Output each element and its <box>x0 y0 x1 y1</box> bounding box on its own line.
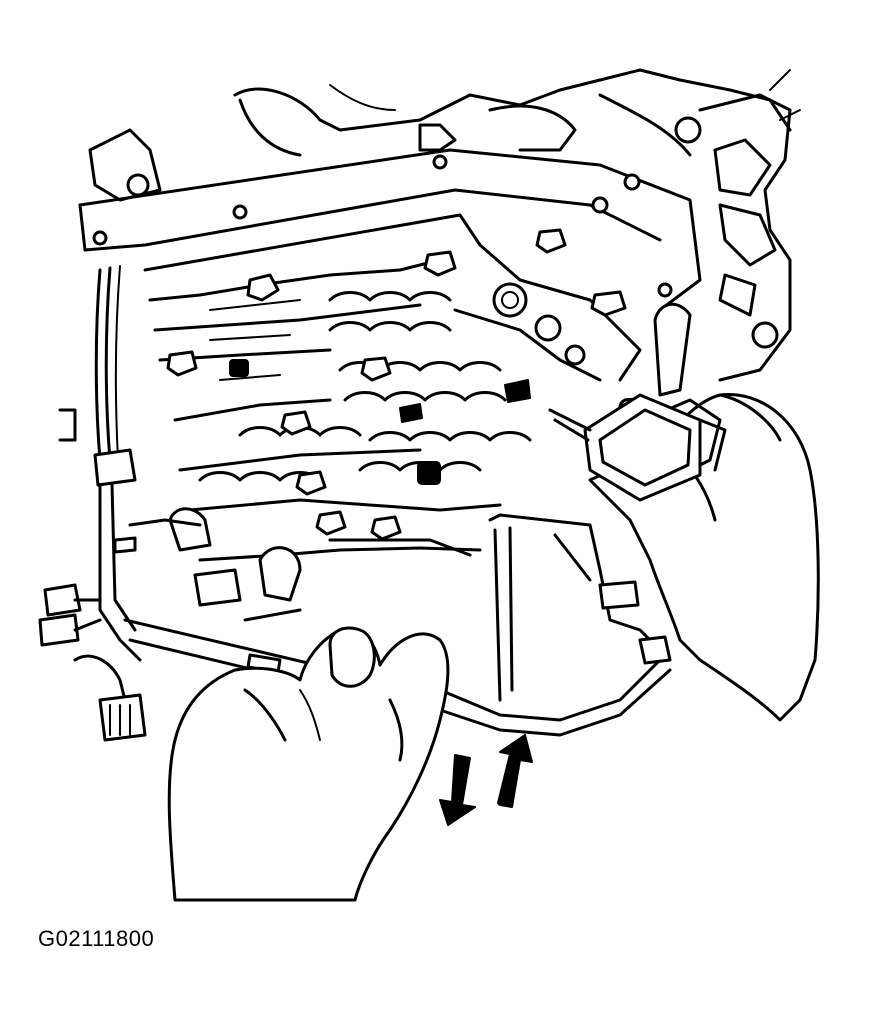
valve-body-bolts <box>166 228 627 541</box>
left-hand <box>167 626 450 902</box>
valve-body <box>143 213 642 622</box>
case-flange <box>78 128 702 312</box>
figure-code-caption: G02111800 <box>38 926 155 951</box>
arrow-up-icon <box>497 734 533 808</box>
arrow-down-icon <box>439 754 476 826</box>
wiring-harness <box>38 265 202 742</box>
transmission-case <box>233 68 801 382</box>
right-hand <box>548 302 820 722</box>
